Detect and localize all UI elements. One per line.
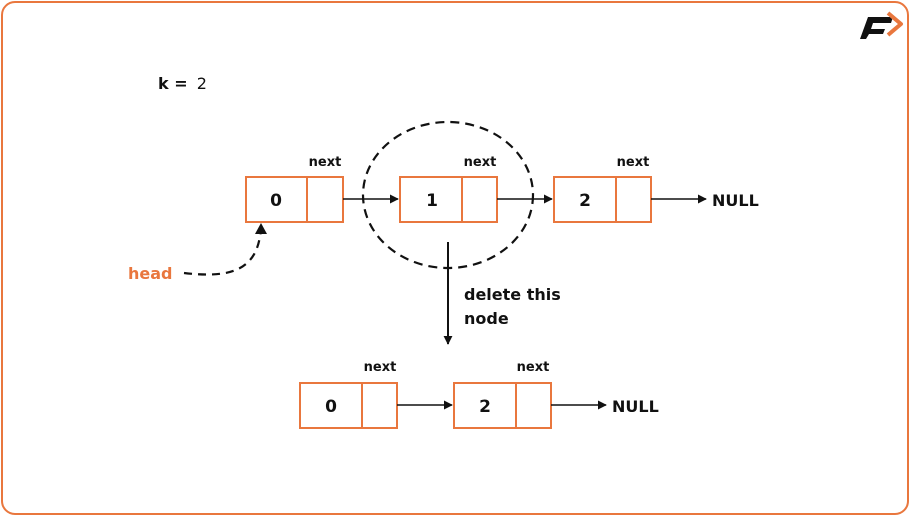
head-arrowhead <box>255 223 267 234</box>
head-pointer <box>183 227 263 276</box>
node-1: 1 next <box>399 155 498 223</box>
result-node-2: 2 next <box>453 360 552 429</box>
delete-label-line2: node <box>464 309 509 328</box>
node-value: 2 <box>479 397 491 417</box>
node-value: 2 <box>579 191 591 211</box>
next-label: next <box>364 360 397 375</box>
node-0: 0 next <box>245 155 344 223</box>
null-label: NULL <box>712 191 759 210</box>
result-node-0: 0 next <box>299 360 398 429</box>
next-label: next <box>309 155 342 170</box>
node-value: 0 <box>270 191 282 211</box>
head-label: head <box>128 264 173 283</box>
next-label: next <box>517 360 550 375</box>
delete-label-line1: delete this <box>464 285 561 304</box>
next-label: next <box>464 155 497 170</box>
logo-icon <box>860 11 903 39</box>
null-label: NULL <box>612 397 659 416</box>
node-2: 2 next <box>553 155 652 223</box>
node-value: 0 <box>325 397 337 417</box>
k-label: k = 2 <box>158 74 207 93</box>
next-label: next <box>617 155 650 170</box>
node-value: 1 <box>426 191 438 211</box>
